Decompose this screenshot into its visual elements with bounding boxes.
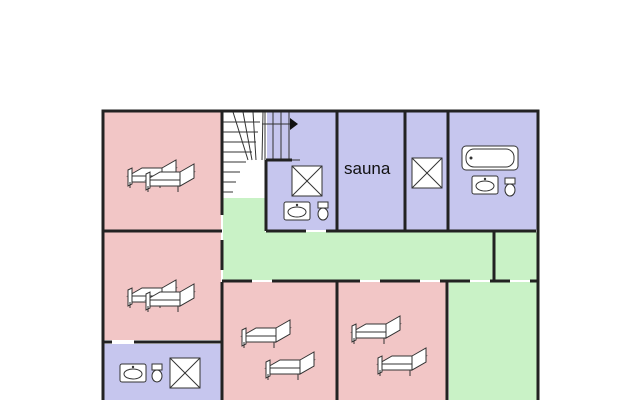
bathtub-icon	[461, 145, 519, 171]
sink-icon	[119, 363, 147, 383]
corridor	[223, 232, 493, 280]
shower-icon	[411, 157, 443, 189]
bedroom-2	[104, 232, 221, 340]
storage-room	[449, 282, 537, 400]
toilet-icon	[504, 177, 516, 197]
bathroom-3	[449, 112, 537, 230]
bedroom-3	[223, 282, 336, 400]
toilet-icon	[317, 201, 329, 221]
shower-icon	[169, 357, 201, 389]
sauna-label: sauna	[344, 159, 391, 178]
walls	[101, 109, 540, 400]
staircase-icon	[223, 111, 300, 198]
toilet-icon	[151, 363, 163, 383]
stair-hall	[223, 198, 265, 232]
side-room	[495, 232, 537, 280]
sink-icon	[283, 201, 311, 221]
shower-icon	[291, 165, 323, 197]
sink-icon	[471, 175, 499, 195]
bedroom-4	[338, 282, 446, 400]
sauna-room	[338, 112, 404, 230]
